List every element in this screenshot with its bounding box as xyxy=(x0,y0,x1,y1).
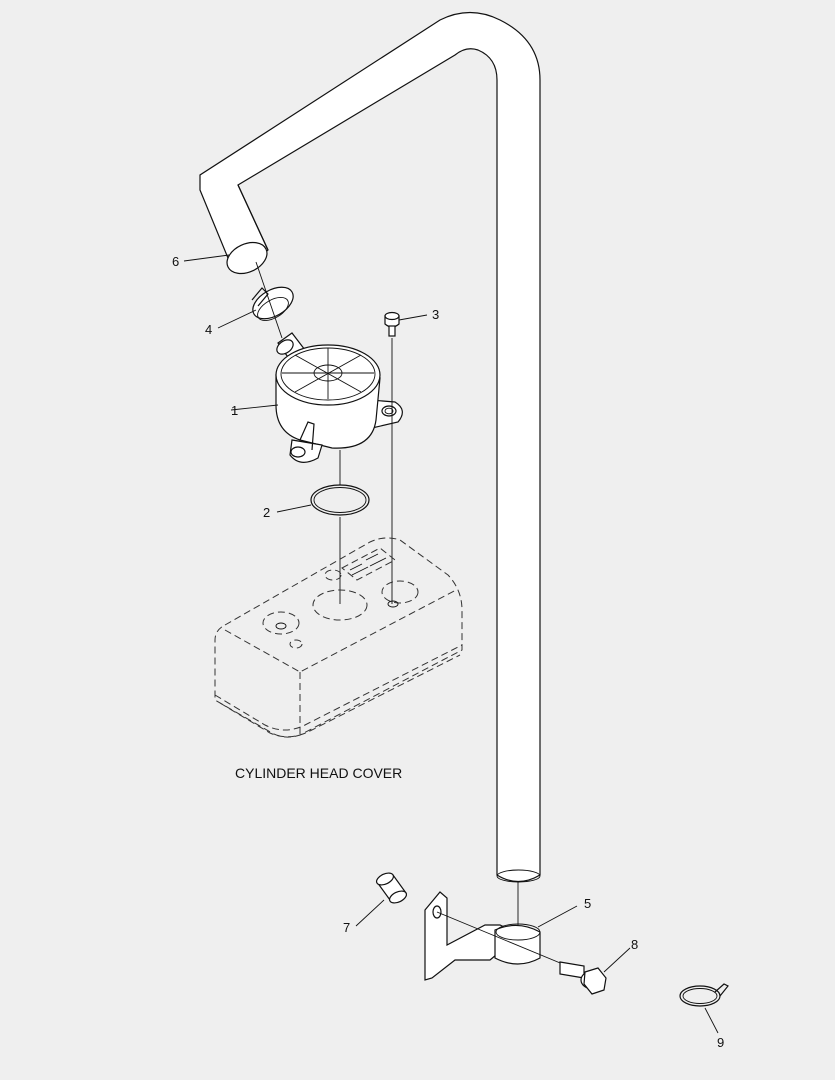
callout-5: 5 xyxy=(584,896,591,911)
breather-valve xyxy=(275,332,403,485)
callout-2: 2 xyxy=(263,505,270,520)
hose xyxy=(199,11,541,925)
bolt xyxy=(384,311,400,604)
band-clamp xyxy=(679,983,729,1007)
cylinder-head-cover-caption: CYLINDER HEAD COVER xyxy=(235,765,402,781)
o-ring xyxy=(310,484,370,604)
cylinder-head-cover xyxy=(214,537,463,738)
flange-bolt xyxy=(559,961,607,995)
callout-4: 4 xyxy=(205,322,212,337)
callout-leaders xyxy=(183,254,719,1034)
hose-clamp xyxy=(251,261,294,339)
callout-7: 7 xyxy=(343,920,350,935)
callout-9: 9 xyxy=(717,1035,724,1050)
callout-1: 1 xyxy=(231,403,238,418)
spacer xyxy=(375,872,408,904)
callout-8: 8 xyxy=(631,937,638,952)
bracket xyxy=(424,891,566,981)
callout-6: 6 xyxy=(172,254,179,269)
callout-3: 3 xyxy=(432,307,439,322)
